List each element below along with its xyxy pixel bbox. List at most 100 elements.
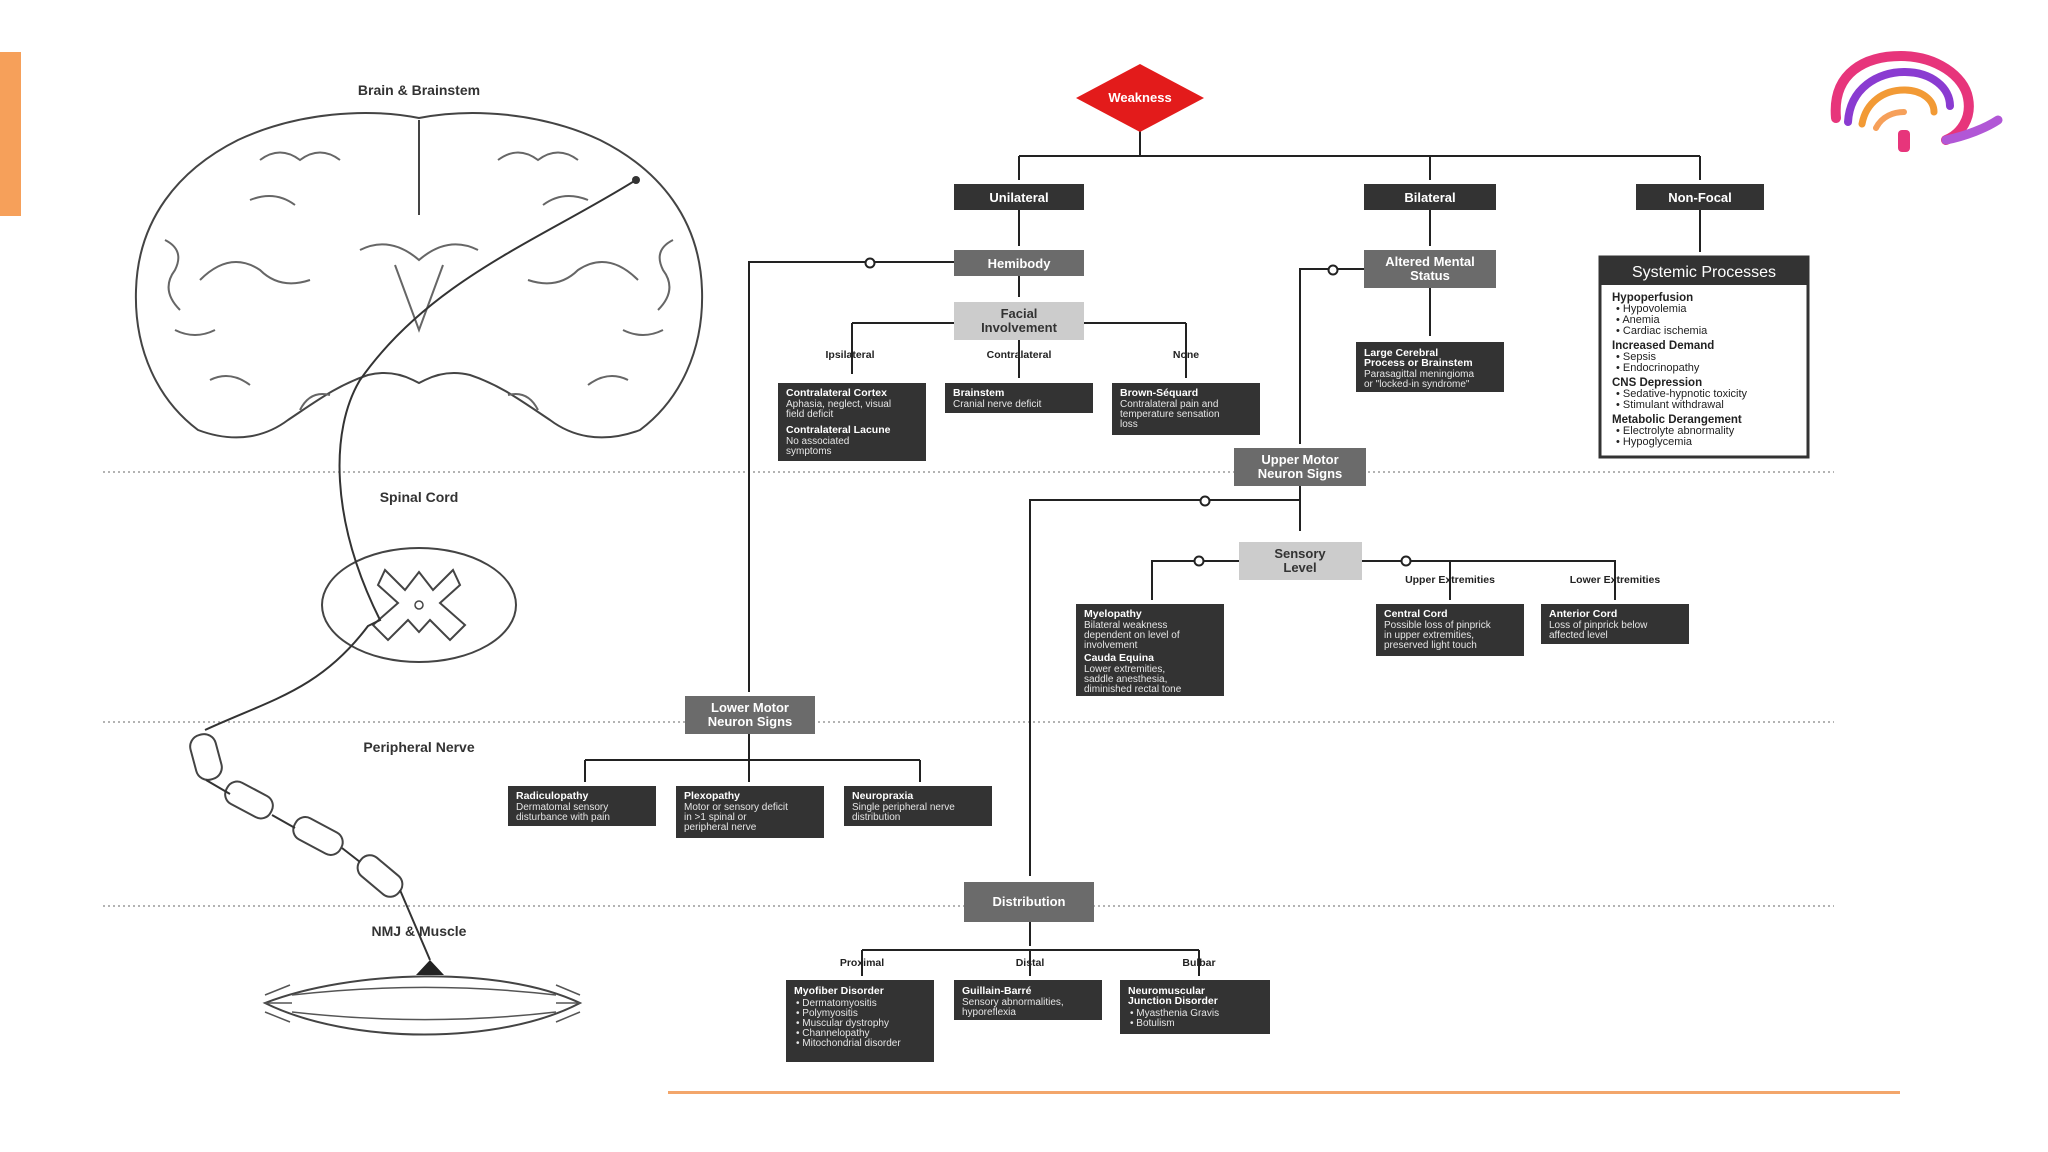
box-brainstem: Brainstem Cranial nerve deficit	[945, 383, 1093, 413]
node-distribution: Distribution	[964, 882, 1094, 922]
node-hemibody: Hemibody	[954, 250, 1084, 276]
svg-text:diminished rectal tone: diminished rectal tone	[1084, 684, 1182, 695]
svg-text:in >1 spinal or: in >1 spinal or	[684, 812, 747, 823]
svg-text:Myofiber Disorder: Myofiber Disorder	[794, 985, 884, 997]
svg-text:Contralateral Lacune: Contralateral Lacune	[786, 424, 891, 436]
spinal-cord-illustration	[321, 547, 517, 663]
svg-text:Single peripheral nerve: Single peripheral nerve	[852, 802, 955, 813]
svg-text:Systemic Processes: Systemic Processes	[1632, 264, 1776, 281]
svg-text:involvement: involvement	[1084, 640, 1138, 651]
box-systemic-processes: Systemic Processes Hypoperfusion • Hypov…	[1598, 255, 1810, 459]
svg-text:Anterior Cord: Anterior Cord	[1549, 608, 1617, 620]
svg-text:• Hypovolemia: • Hypovolemia	[1616, 303, 1687, 315]
svg-text:• Botulism: • Botulism	[1130, 1018, 1175, 1029]
svg-text:• Electrolyte abnormality: • Electrolyte abnormality	[1616, 425, 1735, 437]
box-brown-sequard: Brown-Séquard Contralateral pain and tem…	[1112, 383, 1260, 435]
branch-label-none: None	[1173, 349, 1199, 361]
node-sensory-level: Sensory Level	[1239, 542, 1362, 580]
svg-text:Central Cord: Central Cord	[1384, 608, 1448, 620]
node-lower-motor-neuron: Lower Motor Neuron Signs	[685, 696, 815, 734]
svg-text:symptoms: symptoms	[786, 446, 832, 457]
svg-text:Brown-Séquard: Brown-Séquard	[1120, 387, 1198, 399]
svg-text:Facial: Facial	[1001, 306, 1038, 321]
svg-text:dependent on level of: dependent on level of	[1084, 630, 1180, 641]
svg-text:Unilateral: Unilateral	[989, 190, 1048, 205]
node-facial-involvement: Facial Involvement	[954, 302, 1084, 340]
branch-label-distal: Distal	[1016, 957, 1045, 969]
svg-text:Guillain-Barré: Guillain-Barré	[962, 985, 1032, 997]
nerve-illustration	[189, 176, 640, 975]
svg-text:preserved light touch: preserved light touch	[1384, 640, 1477, 651]
svg-text:• Dermatomyositis: • Dermatomyositis	[796, 998, 877, 1009]
branch-label-ipsilateral: Ipsilateral	[825, 349, 874, 361]
box-anterior-cord: Anterior Cord Loss of pinprick below aff…	[1541, 604, 1689, 644]
svg-text:temperature sensation: temperature sensation	[1120, 409, 1220, 420]
svg-text:Bilateral weakness: Bilateral weakness	[1084, 620, 1167, 631]
bottom-divider	[668, 1091, 1900, 1094]
svg-text:saddle anesthesia,: saddle anesthesia,	[1084, 674, 1167, 685]
svg-text:Level: Level	[1283, 560, 1316, 575]
svg-text:Junction Disorder: Junction Disorder	[1128, 995, 1218, 1007]
svg-text:• Myasthenia Gravis: • Myasthenia Gravis	[1130, 1008, 1219, 1019]
svg-text:Lower Motor: Lower Motor	[711, 700, 789, 715]
branch-label-proximal: Proximal	[840, 957, 884, 969]
svg-text:field deficit: field deficit	[786, 409, 833, 420]
svg-text:Myelopathy: Myelopathy	[1084, 608, 1142, 620]
svg-text:Non-Focal: Non-Focal	[1668, 190, 1732, 205]
box-myofiber-disorder: Myofiber Disorder • Dermatomyositis • Po…	[786, 980, 934, 1062]
svg-text:• Sedative-hypnotic toxicity: • Sedative-hypnotic toxicity	[1616, 388, 1748, 400]
branch-label-upper-extremities: Upper Extremities	[1405, 574, 1495, 586]
svg-text:• Anemia: • Anemia	[1616, 314, 1660, 326]
svg-text:Neuropraxia: Neuropraxia	[852, 790, 913, 802]
svg-text:Large Cerebral: Large Cerebral	[1364, 347, 1438, 359]
accent-bar	[0, 52, 21, 216]
svg-text:Weakness: Weakness	[1108, 90, 1171, 105]
svg-text:in upper extremities,: in upper extremities,	[1384, 630, 1474, 641]
svg-text:Involvement: Involvement	[981, 320, 1058, 335]
svg-text:Hemibody: Hemibody	[988, 256, 1052, 271]
brain-illustration	[134, 112, 704, 439]
svg-text:Increased Demand: Increased Demand	[1612, 340, 1714, 352]
svg-text:Status: Status	[1410, 268, 1450, 283]
branch-label-bulbar: Bulbar	[1182, 957, 1215, 969]
muscle-illustration	[262, 975, 583, 1036]
svg-text:Loss of pinprick below: Loss of pinprick below	[1549, 620, 1648, 631]
box-neuropraxia: Neuropraxia Single peripheral nerve dist…	[844, 786, 992, 826]
svg-text:No associated: No associated	[786, 436, 849, 447]
svg-text:distribution: distribution	[852, 812, 900, 823]
box-plexopathy: Plexopathy Motor or sensory deficit in >…	[676, 786, 824, 838]
node-nonfocal: Non-Focal	[1636, 184, 1764, 210]
node-upper-motor-neuron: Upper Motor Neuron Signs	[1234, 448, 1366, 486]
node-unilateral: Unilateral	[954, 184, 1084, 210]
svg-text:Brainstem: Brainstem	[953, 387, 1004, 399]
svg-text:Contralateral Cortex: Contralateral Cortex	[786, 387, 887, 399]
svg-text:loss: loss	[1120, 419, 1138, 430]
box-ipsilateral-outcomes: Contralateral Cortex Aphasia, neglect, v…	[778, 383, 926, 461]
svg-text:Dermatomal sensory: Dermatomal sensory	[516, 802, 608, 813]
svg-text:Neuromuscular: Neuromuscular	[1128, 985, 1205, 997]
svg-text:Contralateral pain and: Contralateral pain and	[1120, 399, 1218, 410]
region-label-nerve: Peripheral Nerve	[363, 739, 474, 755]
svg-text:• Polymyositis: • Polymyositis	[796, 1008, 858, 1019]
start-node-weakness: Weakness	[1076, 64, 1204, 132]
region-label-brain: Brain & Brainstem	[358, 82, 480, 98]
svg-text:• Channelopathy: • Channelopathy	[796, 1028, 870, 1039]
svg-text:or "locked-in syndrome": or "locked-in syndrome"	[1364, 379, 1470, 390]
svg-text:Cauda Equina: Cauda Equina	[1084, 652, 1154, 664]
svg-text:• Stimulant withdrawal: • Stimulant withdrawal	[1616, 399, 1724, 411]
svg-text:peripheral nerve: peripheral nerve	[684, 822, 757, 833]
svg-text:Neuron Signs: Neuron Signs	[708, 714, 793, 729]
node-altered-mental-status: Altered Mental Status	[1364, 250, 1496, 288]
box-guillain-barre: Guillain-Barré Sensory abnormalities, hy…	[954, 980, 1102, 1020]
region-label-nmj: NMJ & Muscle	[372, 923, 467, 939]
svg-text:Radiculopathy: Radiculopathy	[516, 790, 589, 802]
svg-text:• Sepsis: • Sepsis	[1616, 351, 1656, 363]
branch-label-lower-extremities: Lower Extremities	[1570, 574, 1661, 586]
box-large-cerebral-process: Large Cerebral Process or Brainstem Para…	[1356, 342, 1504, 392]
svg-text:• Cardiac ischemia: • Cardiac ischemia	[1616, 325, 1708, 337]
svg-text:Possible loss of pinprick: Possible loss of pinprick	[1384, 620, 1492, 631]
svg-text:Metabolic Derangement: Metabolic Derangement	[1612, 414, 1742, 426]
box-myelopathy: Myelopathy Bilateral weakness dependent …	[1076, 604, 1224, 696]
svg-text:• Hypoglycemia: • Hypoglycemia	[1616, 436, 1693, 448]
